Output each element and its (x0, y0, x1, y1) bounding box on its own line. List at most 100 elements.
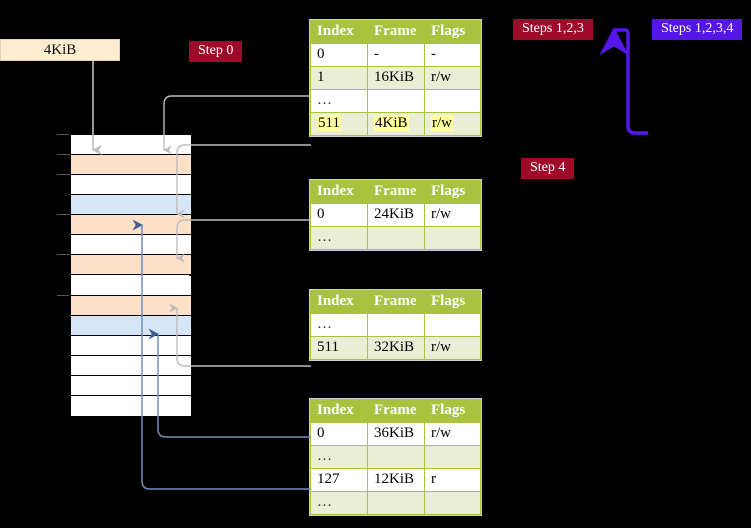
cell-frame: 36KiB (367, 422, 425, 446)
cell-flags: r (424, 468, 481, 492)
cell-index: 0 (310, 422, 368, 446)
cell-index: 0 (310, 203, 368, 227)
memory-block (71, 275, 191, 296)
wire-l2-row511-to-memory (169, 303, 311, 367)
cell-flags (424, 491, 481, 515)
cell-flags (424, 89, 481, 113)
table-row: 0-- (310, 43, 481, 67)
badge-step-0: Step 0 (189, 41, 243, 63)
ellipsis: … (317, 448, 333, 464)
column-header-frame: Frame (367, 20, 425, 44)
wire-l4-row511-to-memory (176, 144, 311, 219)
cell-frame (367, 89, 425, 113)
memory-block-tick (57, 134, 69, 135)
cell-flags: r/w (424, 112, 481, 136)
column-header-flags: Flags (424, 290, 481, 314)
cell-frame: - (367, 43, 425, 67)
cell-flags: r/w (424, 66, 481, 90)
badge-step-4: Step 4 (521, 158, 575, 180)
cell-index: … (310, 445, 368, 469)
highlighted-value: 511 (317, 115, 341, 131)
memory-block (71, 335, 191, 356)
cell-flags: - (424, 43, 481, 67)
highlighted-value: r/w (431, 115, 453, 131)
column-header-frame: Frame (367, 180, 425, 204)
memory-block (71, 215, 191, 236)
ellipsis: … (317, 92, 333, 108)
cell-index: 1 (310, 66, 368, 90)
column-header-index: Index (310, 399, 368, 423)
table-row: … (310, 89, 481, 113)
memory-block (71, 175, 191, 196)
ellipsis: … (317, 316, 333, 332)
badge-steps-1234: Steps 1,2,3,4 (652, 19, 743, 41)
column-header-index: Index (310, 290, 368, 314)
cell-index: 0 (310, 43, 368, 67)
memory-block-tick (57, 254, 69, 256)
cell-index: 511 (310, 112, 368, 136)
cell-flags: r/w (424, 336, 481, 360)
cell-index: … (310, 226, 368, 250)
cell-flags (424, 445, 481, 469)
column-header-index: Index (310, 20, 368, 44)
memory-block-tick (57, 294, 69, 296)
column-header-flags: Flags (424, 20, 481, 44)
table-row: 511 4KiB r/w (310, 112, 481, 136)
ellipsis: … (317, 494, 333, 510)
column-header-frame: Frame (367, 290, 425, 314)
cell-flags (424, 226, 481, 250)
column-header-flags: Flags (424, 180, 481, 204)
memory-block (71, 195, 191, 216)
cell-frame: 4KiB (367, 112, 425, 136)
memory-size-label-text: 4KiB (43, 41, 77, 58)
memory-block-tick (57, 214, 69, 216)
wire-l3-row0-to-memory (176, 219, 311, 263)
memory-size-label: 4KiB (0, 39, 120, 61)
cell-index: … (310, 89, 368, 113)
table-row: … (310, 313, 481, 337)
cell-index: 511 (310, 336, 368, 360)
column-header-frame: Frame (367, 399, 425, 423)
cell-flags (424, 313, 481, 337)
table-row: … (310, 445, 481, 469)
cell-flags: r/w (424, 422, 481, 446)
highlighted-value: 4KiB (374, 115, 409, 131)
cell-frame: 12KiB (367, 468, 425, 492)
memory-block (71, 355, 191, 376)
memory-block-tick (57, 174, 69, 176)
cell-frame (367, 491, 425, 515)
memory-block (71, 295, 191, 316)
column-header-index: Index (310, 180, 368, 204)
cell-index: … (310, 313, 368, 337)
cell-flags: r/w (424, 203, 481, 227)
cell-frame: 24KiB (367, 203, 425, 227)
memory-block (71, 375, 191, 396)
cell-frame (367, 445, 425, 469)
cell-frame (367, 226, 425, 250)
memory-block (71, 315, 191, 336)
column-header-flags: Flags (424, 399, 481, 423)
memory-block (71, 135, 191, 156)
cell-index: 127 (310, 468, 368, 492)
memory-block-tick (57, 154, 69, 156)
table-row: … (310, 491, 481, 515)
table-row: … (310, 226, 481, 250)
cell-frame (367, 313, 425, 337)
memory-block (71, 235, 191, 256)
cell-index: … (310, 491, 368, 515)
wire-steps-bracket (599, 27, 648, 135)
memory-block (71, 255, 191, 276)
